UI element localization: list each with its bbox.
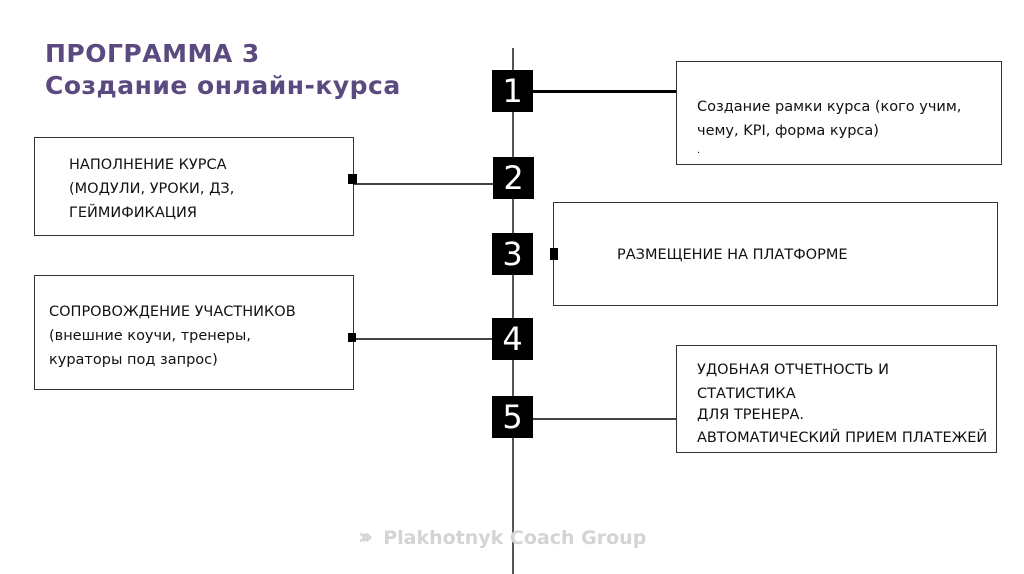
connector-4-knob (348, 333, 356, 342)
connector-3-knob (550, 248, 558, 260)
step-5-line-3: ДЛЯ ТРЕНЕРА. (697, 407, 805, 423)
step-number-2: 2 (493, 157, 534, 199)
step-2-line-1: НАПОЛНЕНИЕ КУРСА (69, 157, 227, 173)
step-1-line-2: чему, KPI, форма курса) (697, 123, 879, 139)
step-box-5: УДОБНАЯ ОТЧЕТНОСТЬ И СТАТИСТИКА ДЛЯ ТРЕН… (676, 345, 997, 453)
step-box-2: НАПОЛНЕНИЕ КУРСА (МОДУЛИ, УРОКИ, ДЗ, ГЕЙ… (34, 137, 354, 236)
footer-brand-text: Plakhotnyk Coach Group (383, 527, 647, 549)
title-line-2: Создание онлайн-курса (45, 71, 401, 100)
step-4-line-3: кураторы под запрос) (49, 352, 218, 368)
step-1-line-1: Создание рамки курса (кого учим, (697, 99, 962, 115)
step-number-3: 3 (492, 233, 533, 275)
step-number-5: 5 (492, 396, 533, 438)
step-3-line-1: РАЗМЕЩЕНИЕ НА ПЛАТФОРМЕ (617, 247, 848, 263)
step-2-line-3: ГЕЙМИФИКАЦИЯ (69, 205, 197, 221)
step-number-4: 4 (492, 318, 533, 360)
step-number-1: 1 (492, 70, 533, 112)
step-4-line-1: СОПРОВОЖДЕНИЕ УЧАСТНИКОВ (49, 304, 296, 320)
page-title: ПРОГРАММА 3 Создание онлайн-курса (45, 38, 401, 102)
step-5-line-1: УДОБНАЯ ОТЧЕТНОСТЬ И (697, 362, 889, 378)
step-box-3: РАЗМЕЩЕНИЕ НА ПЛАТФОРМЕ (553, 202, 998, 306)
timeline-spine (512, 48, 514, 574)
step-5-line-2: СТАТИСТИКА (697, 386, 796, 402)
connector-2-knob (348, 174, 357, 184)
connector-5 (533, 418, 677, 420)
title-line-1: ПРОГРАММА 3 (45, 39, 260, 68)
connector-2 (353, 183, 493, 185)
step-box-1: Создание рамки курса (кого учим, чему, K… (676, 61, 1002, 165)
step-2-line-2: (МОДУЛИ, УРОКИ, ДЗ, (69, 181, 235, 197)
step-1-trailing-mark: . (697, 145, 701, 156)
footer-logo: ››› Plakhotnyk Coach Group (358, 526, 646, 550)
triple-chevron-right-icon: ››› (358, 525, 373, 550)
connector-1 (533, 90, 677, 93)
step-box-4: СОПРОВОЖДЕНИЕ УЧАСТНИКОВ (внешние коучи,… (34, 275, 354, 390)
connector-4 (353, 338, 493, 340)
step-4-line-2: (внешние коучи, тренеры, (49, 328, 251, 344)
step-5-line-4: АВТОМАТИЧЕСКИЙ ПРИЕМ ПЛАТЕЖЕЙ (697, 430, 988, 446)
